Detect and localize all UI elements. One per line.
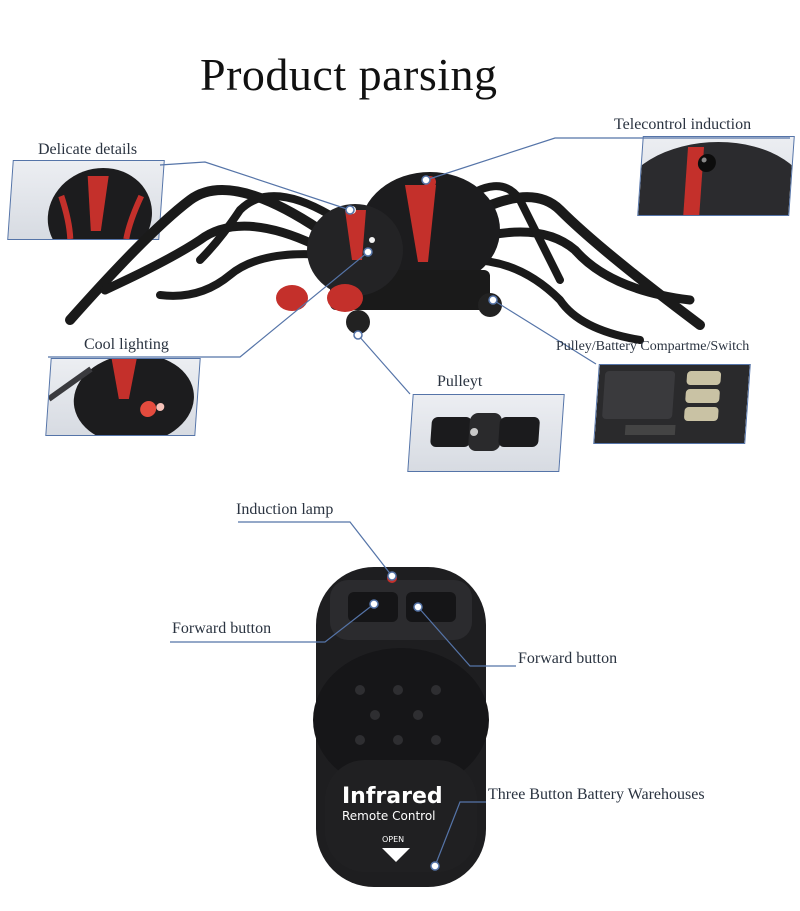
battery-closeup	[594, 365, 750, 443]
inset-battery-compartment	[593, 364, 751, 444]
spider-head-closeup	[47, 168, 152, 239]
inset-cool-lighting	[45, 358, 201, 436]
label-induction-lamp: Induction lamp	[236, 501, 334, 518]
spider-illustration	[48, 137, 790, 395]
sensor-closeup	[638, 142, 794, 215]
inset-telecontrol-induction	[637, 136, 795, 216]
label-pulley-battery-switch: Pulley/Battery Compartme/Switch	[556, 339, 750, 354]
label-pulleyt: Pulleyt	[437, 373, 483, 390]
wheel-closeup	[430, 413, 540, 451]
label-forward-button-left: Forward button	[172, 620, 272, 637]
label-cool-lighting: Cool lighting	[84, 336, 169, 353]
page-title: Product parsing	[200, 49, 498, 100]
remote-line1: Infrared	[342, 784, 443, 809]
inset-pulley	[407, 394, 565, 472]
remote-open: OPEN	[382, 835, 404, 844]
inset-delicate-details	[7, 160, 165, 240]
lighting-closeup	[47, 359, 194, 435]
remote-line2: Remote Control	[342, 809, 436, 823]
label-battery-warehouses: Three Button Battery Warehouses	[488, 786, 705, 803]
label-telecontrol-induction: Telecontrol induction	[614, 116, 752, 133]
label-forward-button-right: Forward button	[518, 650, 618, 667]
forward-button-right-shape	[406, 592, 456, 622]
label-delicate-details: Delicate details	[38, 141, 138, 158]
